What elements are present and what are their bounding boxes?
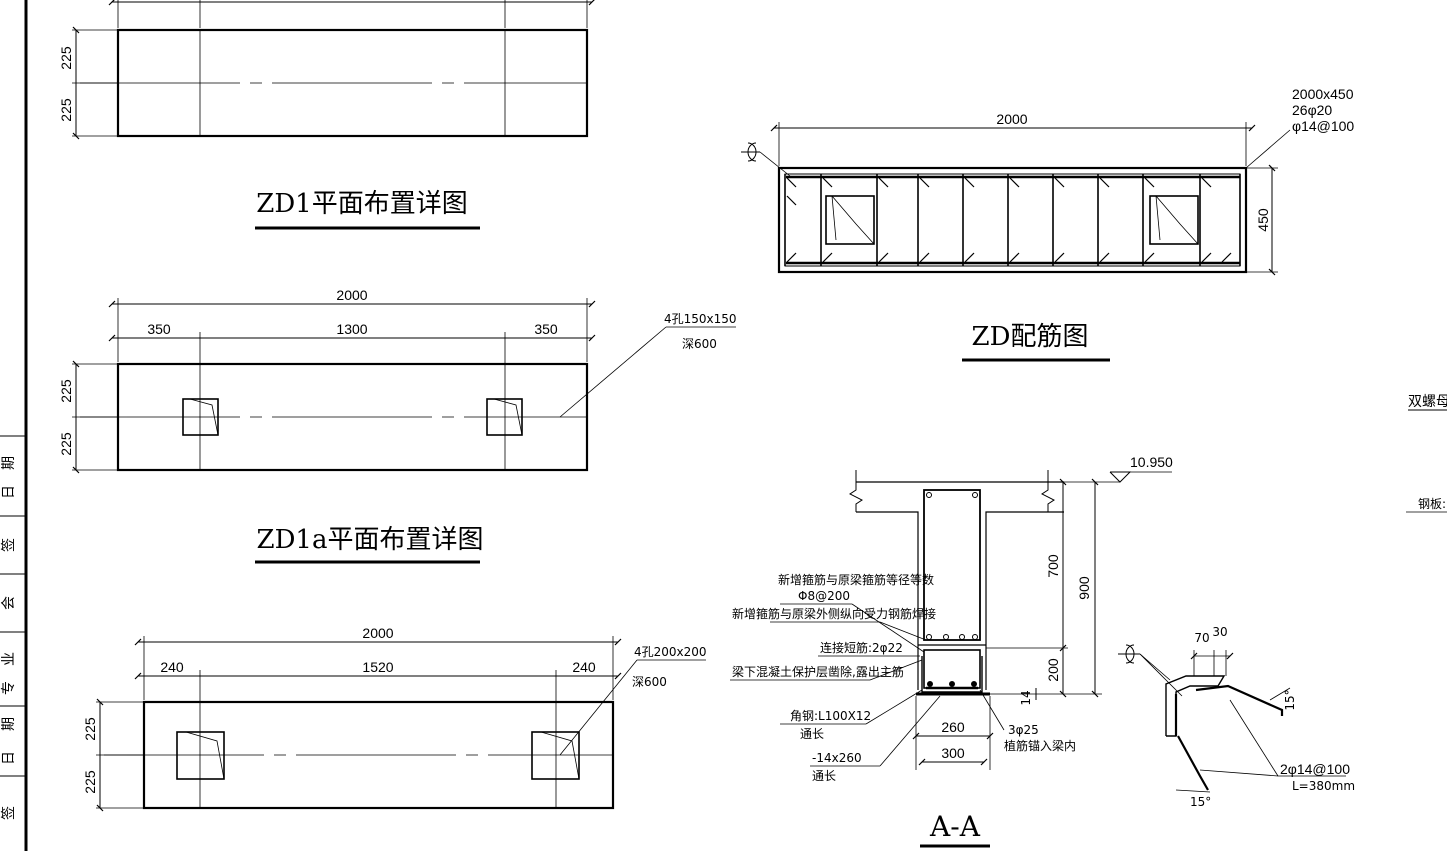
strip-label: 期 bbox=[1, 456, 17, 470]
zd-rebar-spec-main: 26φ20 bbox=[1292, 102, 1332, 118]
section-dim-200: 200 bbox=[1045, 658, 1061, 682]
zd1a-hole-note: 4孔150x150 bbox=[664, 312, 737, 326]
zd1a-dim-225-bottom: 225 bbox=[58, 432, 74, 456]
zd-rebar-spec-stirrup: φ14@100 bbox=[1292, 118, 1354, 134]
zd1-plan bbox=[72, 0, 596, 140]
zd1-title: ZD1平面布置详图 bbox=[256, 189, 467, 219]
bar-note-spec: 2φ14@100 bbox=[1280, 761, 1350, 777]
strip-label: 签 bbox=[0, 538, 17, 552]
zd1a-plan bbox=[72, 298, 736, 474]
section-note-stirrup-spec: Φ8@200 bbox=[798, 589, 850, 603]
zd1a-dim-overall: 2000 bbox=[336, 287, 367, 303]
section-dim-14: 14 bbox=[1019, 690, 1033, 705]
section-note-stirrup-equal: 新增箍筋与原梁箍筋等径等数 bbox=[778, 572, 934, 587]
bar-angle-right: 15° bbox=[1283, 689, 1297, 710]
zd1a-dim-middle: 1300 bbox=[336, 321, 367, 337]
zd1a-dim-left: 350 bbox=[147, 321, 171, 337]
section-note-short-bar: 连接短筋:2φ22 bbox=[820, 640, 903, 655]
zd-rebar-spec-size: 2000x450 bbox=[1292, 86, 1354, 102]
section-dim-300: 300 bbox=[941, 745, 965, 761]
zd-rebar-title: ZD配筋图 bbox=[972, 322, 1089, 352]
zd1a-title: ZD1a平面布置详图 bbox=[257, 525, 484, 555]
bar-note-length: L=380mm bbox=[1292, 779, 1355, 793]
zd-rebar-detail bbox=[741, 122, 1291, 276]
zd-rebar-dim-overall: 2000 bbox=[996, 111, 1027, 127]
section-a-a bbox=[730, 470, 1172, 770]
section-note-angle-steel: 角钢:L100X12 bbox=[790, 709, 871, 723]
zd2-dim-225-bottom: 225 bbox=[82, 770, 98, 794]
section-note-angle-continuous: 通长 bbox=[800, 727, 824, 741]
bar-dim-70: 70 bbox=[1194, 631, 1209, 645]
zd1a-dim-right: 350 bbox=[534, 321, 558, 337]
strip-label: 专 bbox=[1, 681, 17, 695]
zd2-dim-225-top: 225 bbox=[82, 717, 98, 741]
section-note-plate-continuous: 通长 bbox=[812, 769, 836, 783]
bar-angle-bottom: 15° bbox=[1190, 795, 1211, 809]
section-note-plate: -14x260 bbox=[812, 751, 862, 765]
section-title: A-A bbox=[929, 810, 981, 843]
zd2-dim-overall: 2000 bbox=[362, 625, 393, 641]
title-block-strip bbox=[0, 0, 28, 851]
right-edge-plate: 钢板:1 bbox=[1418, 497, 1447, 511]
section-dim-900: 900 bbox=[1076, 576, 1092, 600]
bar-bending-detail bbox=[1118, 644, 1346, 793]
section-dim-700: 700 bbox=[1045, 554, 1061, 578]
strip-label: 日 bbox=[1, 485, 17, 499]
bar-dim-30: 30 bbox=[1212, 625, 1227, 639]
zd-rebar-dim-height: 450 bbox=[1255, 208, 1271, 232]
section-note-bars: 3φ25 bbox=[1008, 723, 1039, 737]
section-dim-260: 260 bbox=[941, 719, 965, 735]
zd1-dim-225-bottom: 225 bbox=[58, 98, 74, 122]
zd2-dim-right: 240 bbox=[572, 659, 596, 675]
strip-label: 业 bbox=[1, 652, 17, 666]
zd2-dim-left: 240 bbox=[160, 659, 184, 675]
zd2-plan bbox=[96, 636, 706, 812]
zd2-hole-note: 4孔200x200 bbox=[634, 645, 707, 659]
zd1-dim-225-top: 225 bbox=[58, 46, 74, 70]
strip-label: 期 bbox=[1, 717, 17, 731]
zd1a-dim-225-top: 225 bbox=[58, 379, 74, 403]
title-block-labels: 期 日 签 会 业 专 期 日 签 bbox=[0, 456, 17, 820]
section-note-anchor: 植筋锚入梁内 bbox=[1004, 738, 1076, 753]
section-note-stirrup-weld: 新增箍筋与原梁外侧纵向受力钢筋焊接 bbox=[732, 606, 936, 621]
zd1a-hole-depth: 深600 bbox=[682, 337, 717, 351]
strip-label: 会 bbox=[1, 596, 17, 610]
strip-label: 日 bbox=[1, 751, 17, 765]
strip-label: 签 bbox=[0, 806, 17, 820]
zd2-dim-middle: 1520 bbox=[362, 659, 393, 675]
section-note-cover-removal: 梁下混凝土保护层凿除,露出主筋 bbox=[732, 664, 904, 679]
section-elevation: 10.950 bbox=[1130, 454, 1173, 470]
zd2-hole-depth: 深600 bbox=[632, 675, 667, 689]
right-edge-double-nut: 双螺母 bbox=[1408, 393, 1447, 409]
